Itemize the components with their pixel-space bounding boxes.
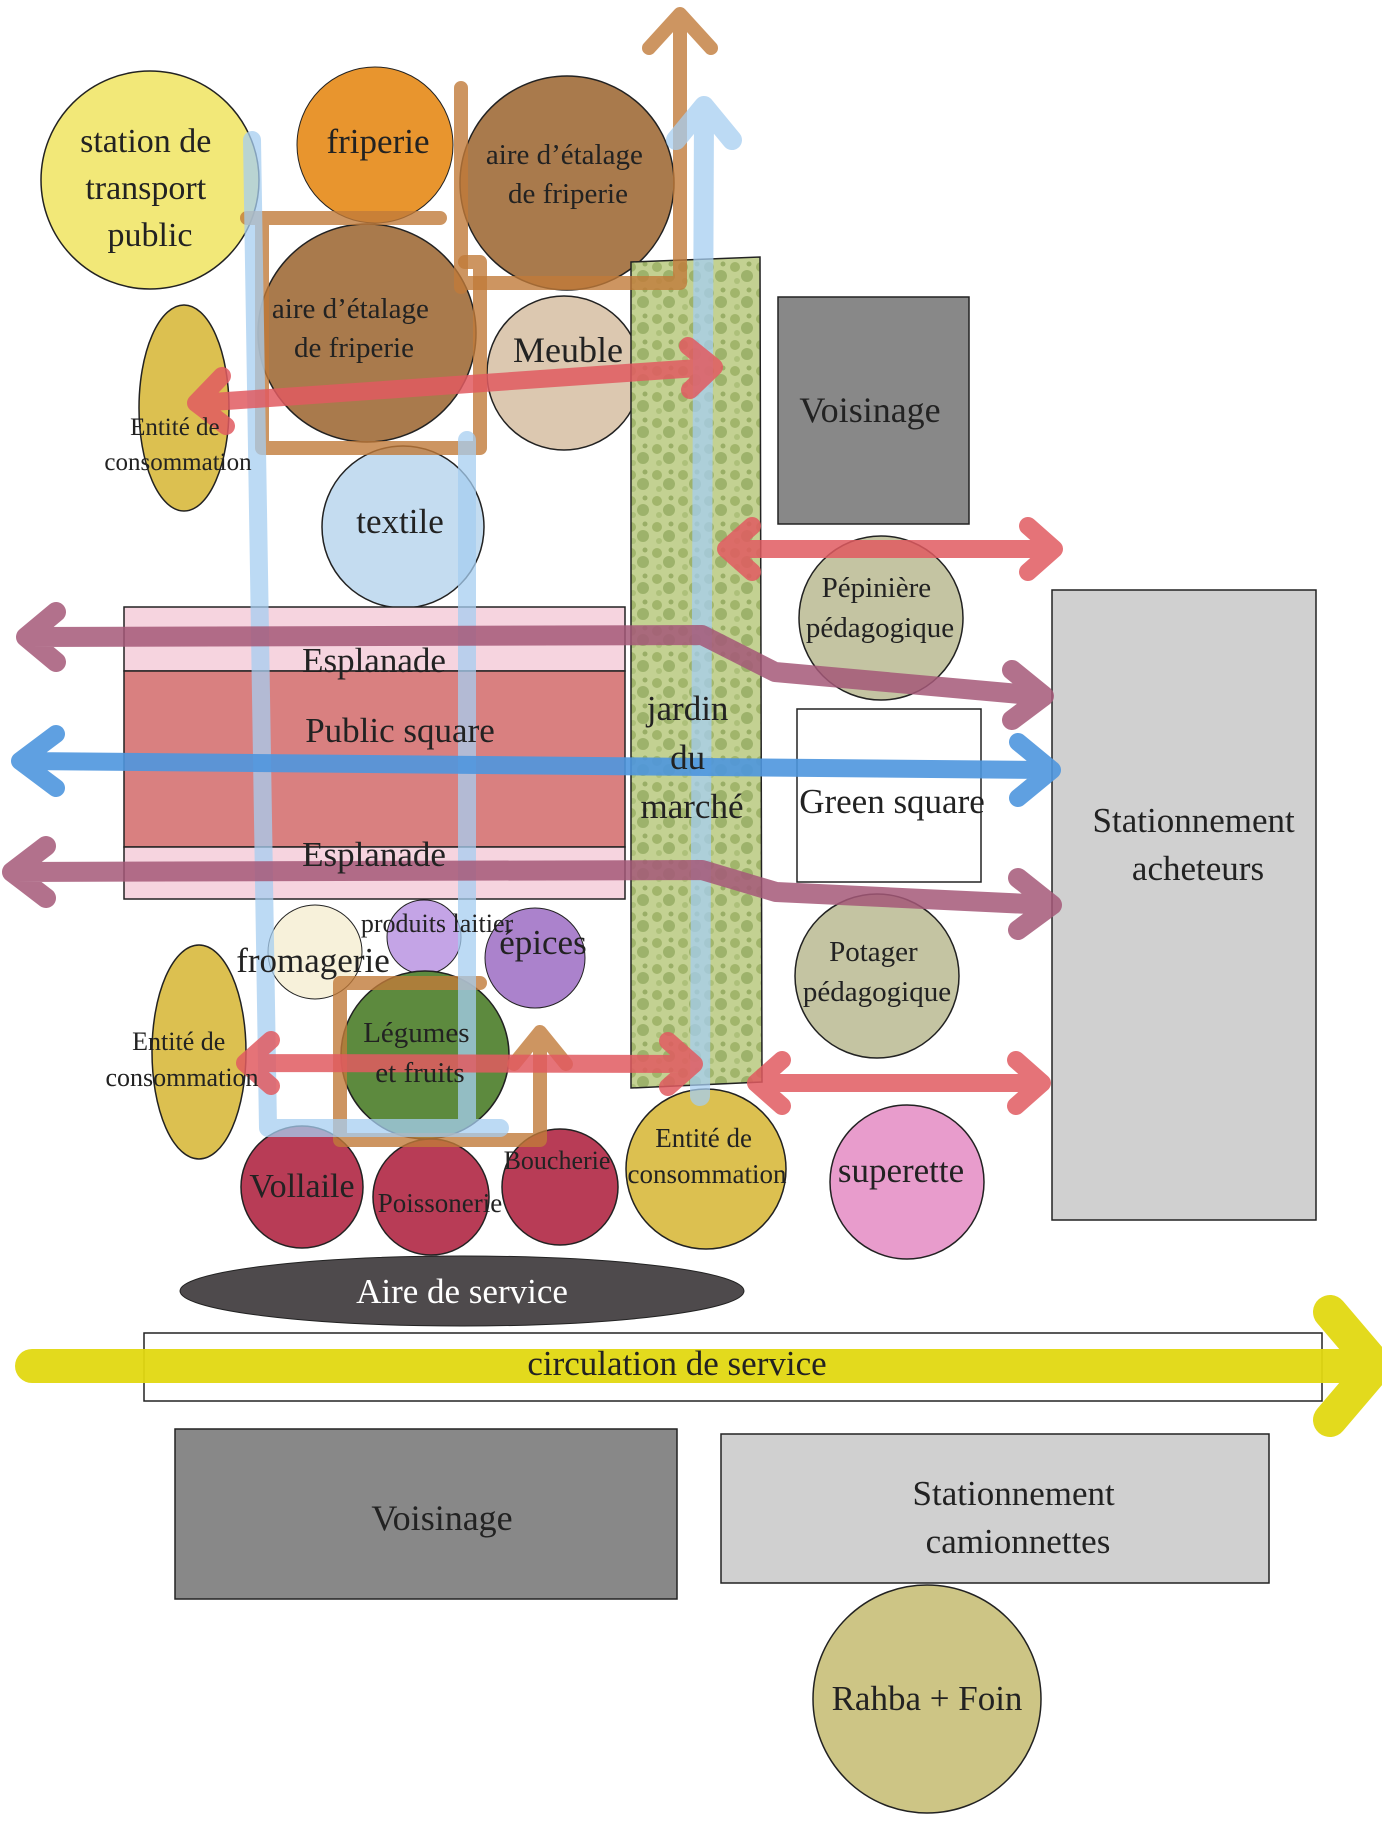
entite-bottom-line-1: Entité de bbox=[655, 1123, 752, 1153]
station-transport-label: station de transport public bbox=[80, 123, 220, 254]
light-blue-loop-west bbox=[243, 131, 509, 1137]
light-blue-garden-spine bbox=[666, 96, 742, 1106]
legumes-line-2: et fruits bbox=[375, 1057, 464, 1089]
zone-aire-de-service[interactable] bbox=[179, 1255, 745, 1327]
esplanade-top-label: Esplanade bbox=[302, 641, 446, 680]
red-arrow-legumes bbox=[236, 1031, 703, 1096]
voisinage-bottom-label: Voisinage bbox=[371, 1498, 512, 1538]
vollaile-label: Vollaile bbox=[249, 1168, 354, 1205]
potager-line-1: Potager bbox=[829, 936, 918, 968]
potager-label: Potager pédagogique bbox=[803, 936, 951, 1008]
red-arrow-potager bbox=[747, 1051, 1051, 1115]
zone-stationnement-acheteurs[interactable] bbox=[1051, 589, 1317, 1221]
circulation-label: circulation de service bbox=[527, 1344, 826, 1383]
jardin-line-3: marché bbox=[641, 787, 744, 826]
zone-epices[interactable] bbox=[484, 907, 586, 1009]
pepiniere-line-2: pédagogique bbox=[806, 612, 954, 644]
entite-top-line-1: Entité de bbox=[130, 414, 220, 441]
potager-line-2: pédagogique bbox=[803, 976, 951, 1008]
zone-rahba-foin[interactable] bbox=[812, 1584, 1042, 1814]
zone-green-square[interactable] bbox=[796, 708, 982, 883]
fromagerie-label: fromagerie bbox=[236, 941, 390, 980]
textile-label: textile bbox=[356, 502, 443, 541]
red-arrow-friperie bbox=[187, 337, 723, 435]
legumes-label: Légumes et fruits bbox=[363, 1017, 477, 1089]
aire-etalage-top-label: aire d’étalage de friperie bbox=[486, 139, 650, 210]
labels: station de transport public friperie air… bbox=[80, 122, 1304, 1718]
blue-arrow-public-square bbox=[11, 725, 1061, 807]
epices-label: épices bbox=[499, 923, 586, 962]
aire-etalage-top-line-2: de friperie bbox=[508, 178, 628, 210]
aire-etalage-mid-line-1: aire d’étalage bbox=[272, 293, 429, 325]
zone-boucherie[interactable] bbox=[501, 1128, 619, 1246]
orange-arrow-north bbox=[454, 7, 718, 294]
plum-arrow-esplanade-top bbox=[16, 602, 1054, 730]
esplanade-bottom-label: Esplanade bbox=[302, 835, 446, 874]
entite-mid-line-1: Entité de bbox=[132, 1027, 225, 1056]
red-arrow-pepiniere bbox=[717, 517, 1063, 581]
stationnement-acheteurs-line-1: Stationnement bbox=[1093, 801, 1295, 840]
orange-loop-legumes bbox=[333, 976, 573, 1147]
station-transport-line-3: public bbox=[108, 217, 193, 254]
yellow-arrow-service bbox=[15, 1295, 1382, 1437]
aire-etalage-mid-line-2: de friperie bbox=[294, 332, 414, 364]
pepiniere-label: Pépinière pédagogique bbox=[806, 572, 954, 644]
zone-voisinage-bottom[interactable] bbox=[174, 1428, 678, 1600]
entite-top-line-2: consommation bbox=[104, 449, 252, 476]
entite-bottom-line-2: consommation bbox=[628, 1159, 787, 1189]
plum-arrow-esplanade-bottom bbox=[2, 836, 1062, 940]
pepiniere-line-1: Pépinière bbox=[822, 572, 932, 604]
stationnement-acheteurs-line-2: acheteurs bbox=[1132, 849, 1264, 888]
base-zones bbox=[40, 66, 1323, 1814]
stationnement-acheteurs-label: Stationnement acheteurs bbox=[1093, 801, 1304, 888]
boucherie-label: Boucherie bbox=[504, 1146, 611, 1175]
station-transport-line-2: transport bbox=[85, 170, 206, 207]
jardin-label: jardin du marché bbox=[641, 689, 744, 826]
jardin-line-2: du bbox=[670, 738, 705, 777]
voisinage-top-label: Voisinage bbox=[799, 390, 940, 430]
stationnement-camionnettes-line-1: Stationnement bbox=[913, 1474, 1115, 1513]
zone-superette[interactable] bbox=[829, 1104, 985, 1260]
entite-bottom-label: Entité de consommation bbox=[628, 1123, 787, 1189]
friperie-label: friperie bbox=[327, 122, 430, 161]
zone-stationnement-camionnettes[interactable] bbox=[720, 1433, 1270, 1584]
poissonerie-label: Poissonerie bbox=[378, 1188, 503, 1218]
stationnement-camionnettes-line-2: camionnettes bbox=[926, 1522, 1111, 1561]
zone-voisinage-top[interactable] bbox=[777, 296, 970, 525]
produits-laitier-label: produits laitier bbox=[361, 909, 514, 938]
stationnement-camionnettes-label: Stationnement camionnettes bbox=[913, 1474, 1124, 1561]
green-square-label: Green square bbox=[799, 782, 985, 821]
entite-top-label: Entité de consommation bbox=[104, 414, 252, 476]
rahba-label: Rahba + Foin bbox=[832, 1679, 1023, 1718]
entite-mid-line-2: consommation bbox=[105, 1063, 258, 1092]
legumes-line-1: Légumes bbox=[363, 1017, 469, 1049]
entite-mid-label: Entité de consommation bbox=[105, 1027, 258, 1092]
aire-etalage-mid-label: aire d’étalage de friperie bbox=[272, 293, 436, 364]
aire-etalage-top-line-1: aire d’étalage bbox=[486, 139, 643, 171]
public-square-label: Public square bbox=[305, 711, 495, 750]
jardin-line-1: jardin bbox=[645, 689, 729, 728]
meuble-label: Meuble bbox=[513, 330, 623, 370]
superette-label: superette bbox=[838, 1151, 964, 1190]
station-transport-line-1: station de bbox=[80, 123, 211, 160]
zone-pepiniere[interactable] bbox=[798, 535, 964, 701]
aire-service-label: Aire de service bbox=[356, 1272, 568, 1311]
flow-overlays bbox=[2, 7, 1382, 1437]
